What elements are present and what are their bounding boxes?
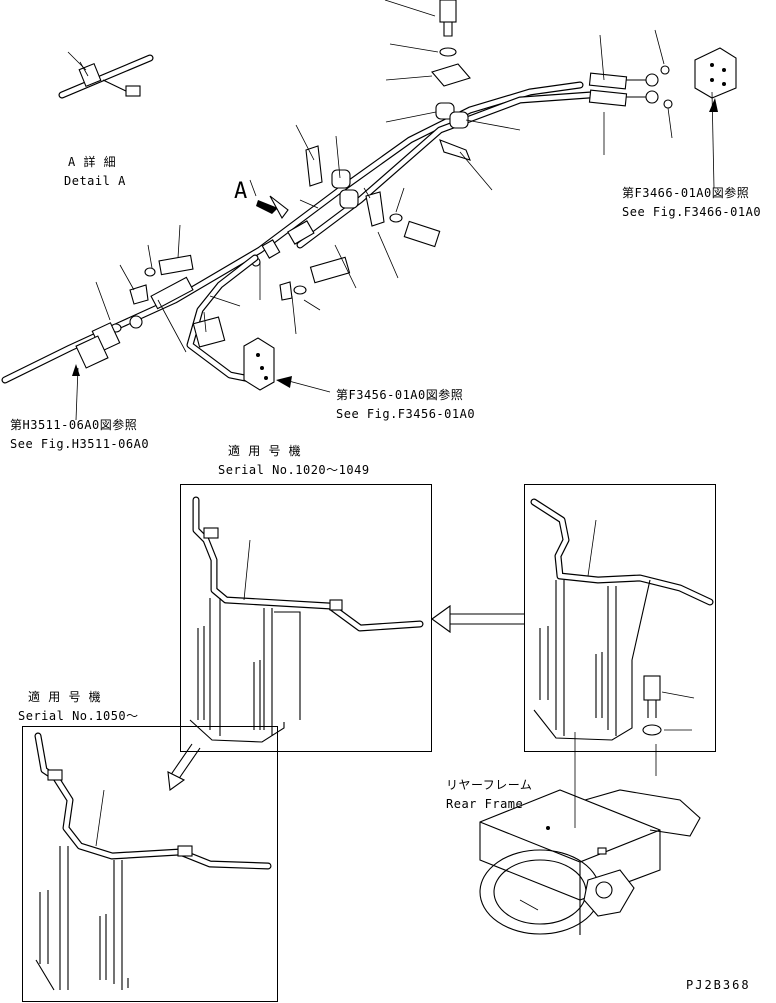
- serial-1050-label-en: Serial No.1050～: [18, 709, 139, 723]
- rear-frame-label-en: Rear Frame: [446, 797, 524, 811]
- detail-a-marker: A: [234, 179, 248, 204]
- transition-arrow: [431, 604, 524, 634]
- ref-f3456-en[interactable]: See Fig.F3456-01A0: [336, 407, 476, 421]
- serial-1020-box: [180, 484, 432, 752]
- ref-f3456-ja[interactable]: 第F3456-01A0図参照: [336, 388, 464, 402]
- hydraulic-line-assembly: [1, 0, 737, 421]
- detail-a-title-en: Detail A: [64, 174, 126, 188]
- current-assembly: [530, 498, 714, 741]
- ref-h3511-ja[interactable]: 第H3511-06A0図参照: [10, 418, 138, 432]
- ref-f3466-en[interactable]: See Fig.F3466-01A0: [622, 205, 762, 219]
- current-box: [524, 484, 716, 752]
- detail-a-title-ja: A 詳 細: [68, 155, 117, 169]
- rear-frame-label-ja: リヤーフレーム: [446, 778, 533, 792]
- detail-a-clamp: [58, 51, 154, 99]
- serial-1020-label-ja: 適 用 号 機: [228, 444, 302, 458]
- serial-1050-label-ja: 適 用 号 機: [28, 690, 102, 704]
- rear-frame: [479, 675, 701, 935]
- serial-1050-box: [22, 726, 278, 1002]
- serial-1020-assembly: [189, 496, 424, 743]
- serial-1050-assembly: [34, 732, 272, 991]
- ref-f3466-ja[interactable]: 第F3466-01A0図参照: [622, 186, 750, 200]
- serial-1020-label-en: Serial No.1020～1049: [218, 463, 370, 477]
- ref-h3511-en[interactable]: See Fig.H3511-06A0: [10, 437, 150, 451]
- drawing-code: PJ2B368: [686, 978, 751, 992]
